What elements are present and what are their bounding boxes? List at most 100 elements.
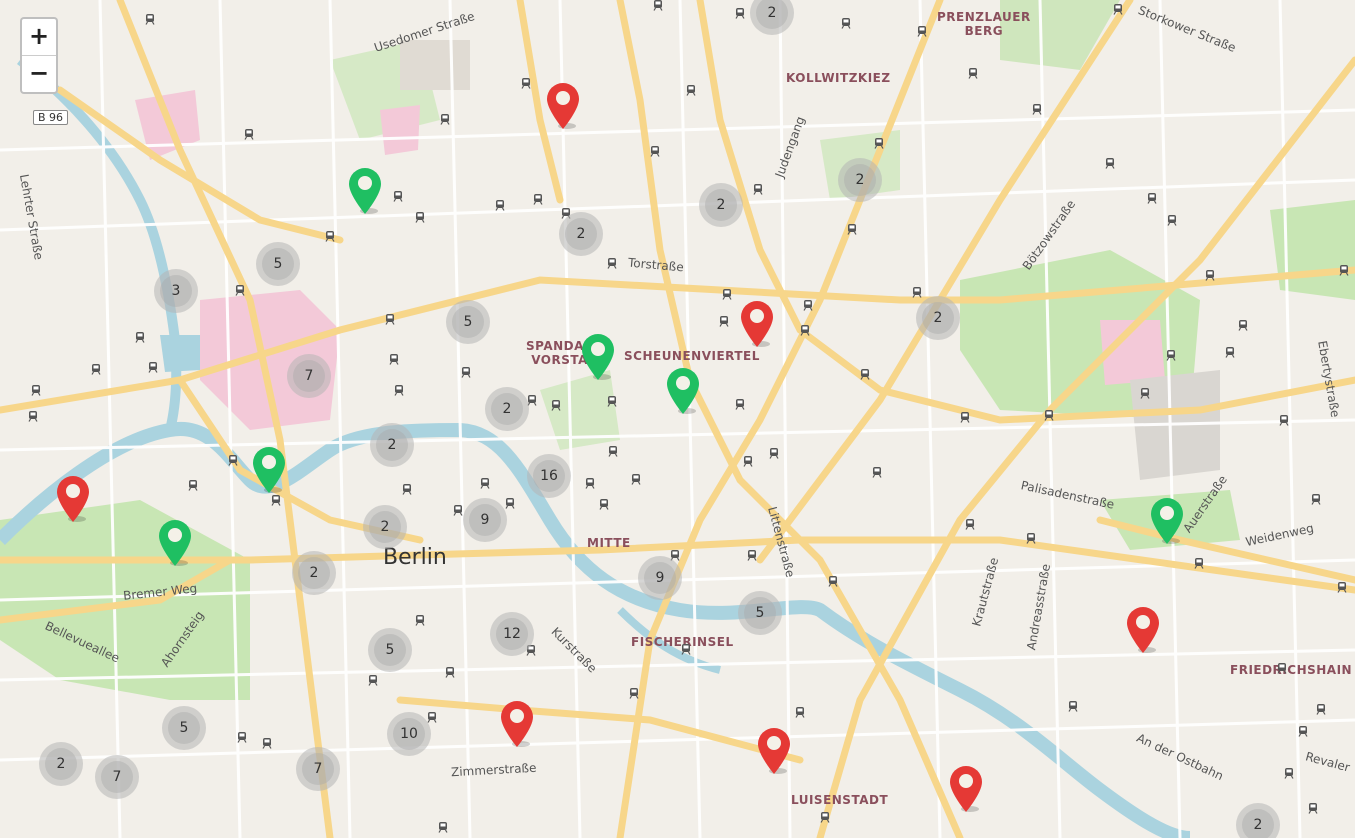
tram-stop-icon bbox=[1298, 722, 1309, 737]
tram-stop-icon bbox=[271, 491, 282, 506]
tram-stop-icon bbox=[445, 663, 456, 678]
tram-stop-icon bbox=[415, 208, 426, 223]
cluster-count: 2 bbox=[922, 302, 954, 334]
map-pin-red[interactable] bbox=[545, 82, 581, 130]
marker-cluster[interactable]: 7 bbox=[296, 747, 340, 791]
tram-stop-icon bbox=[1238, 316, 1249, 331]
tram-stop-icon bbox=[527, 391, 538, 406]
tram-stop-icon bbox=[1277, 659, 1288, 674]
map-pin-red[interactable] bbox=[1125, 606, 1161, 654]
marker-cluster[interactable]: 2 bbox=[363, 505, 407, 549]
marker-cluster[interactable]: 10 bbox=[387, 712, 431, 756]
marker-cluster[interactable]: 5 bbox=[738, 591, 782, 635]
tram-stop-icon bbox=[495, 196, 506, 211]
tram-stop-icon bbox=[135, 328, 146, 343]
tram-stop-icon bbox=[820, 808, 831, 823]
tram-stop-icon bbox=[769, 444, 780, 459]
map-pin-green[interactable] bbox=[157, 519, 193, 567]
tram-stop-icon bbox=[1026, 529, 1037, 544]
district-text: PRENZLAUER BERG bbox=[937, 10, 1031, 38]
map-pin-red[interactable] bbox=[756, 727, 792, 775]
tram-stop-icon bbox=[631, 470, 642, 485]
tram-stop-icon bbox=[1205, 266, 1216, 281]
tram-stop-icon bbox=[188, 476, 199, 491]
marker-cluster[interactable]: 3 bbox=[154, 269, 198, 313]
marker-cluster[interactable]: 2 bbox=[750, 0, 794, 35]
marker-cluster[interactable]: 5 bbox=[162, 706, 206, 750]
marker-cluster[interactable]: 12 bbox=[490, 612, 534, 656]
district-luisenstadt: LUISENSTADT bbox=[791, 793, 889, 807]
marker-cluster[interactable]: 16 bbox=[527, 454, 571, 498]
marker-cluster[interactable]: 2 bbox=[699, 183, 743, 227]
tram-stop-icon bbox=[427, 708, 438, 723]
marker-cluster[interactable]: 9 bbox=[638, 556, 682, 600]
tram-stop-icon bbox=[653, 0, 664, 11]
tram-stop-icon bbox=[91, 360, 102, 375]
tram-stop-icon bbox=[599, 495, 610, 510]
cluster-count: 10 bbox=[393, 718, 425, 750]
tram-stop-icon bbox=[747, 546, 758, 561]
tram-stop-icon bbox=[681, 640, 692, 655]
tram-stop-icon bbox=[440, 110, 451, 125]
marker-cluster[interactable]: 2 bbox=[916, 296, 960, 340]
tram-stop-icon bbox=[735, 395, 746, 410]
tram-stop-icon bbox=[415, 611, 426, 626]
cluster-count: 2 bbox=[705, 189, 737, 221]
zoom-in-button[interactable]: + bbox=[28, 22, 50, 50]
tram-stop-icon bbox=[1284, 764, 1295, 779]
marker-cluster[interactable]: 5 bbox=[368, 628, 412, 672]
map-pin-red[interactable] bbox=[948, 765, 984, 813]
marker-cluster[interactable]: 2 bbox=[292, 551, 336, 595]
map-pin-green[interactable] bbox=[1149, 497, 1185, 545]
cluster-count: 2 bbox=[844, 164, 876, 196]
tram-stop-icon bbox=[325, 227, 336, 242]
map-pin-green[interactable] bbox=[580, 333, 616, 381]
tram-stop-icon bbox=[960, 408, 971, 423]
tram-stop-icon bbox=[368, 671, 379, 686]
pin-icon bbox=[159, 520, 191, 566]
marker-cluster[interactable]: 2 bbox=[838, 158, 882, 202]
map-pin-red[interactable] bbox=[739, 300, 775, 348]
marker-cluster[interactable]: 5 bbox=[256, 242, 300, 286]
cluster-count: 2 bbox=[756, 0, 788, 29]
tram-stop-icon bbox=[841, 14, 852, 29]
tram-stop-icon bbox=[1166, 346, 1177, 361]
tram-stop-icon bbox=[872, 463, 883, 478]
tram-stop-icon bbox=[1032, 100, 1043, 115]
tram-stop-icon bbox=[874, 134, 885, 149]
marker-cluster[interactable]: 2 bbox=[485, 387, 529, 431]
tram-stop-icon bbox=[1147, 189, 1158, 204]
marker-cluster[interactable]: 2 bbox=[370, 423, 414, 467]
marker-cluster[interactable]: 7 bbox=[287, 354, 331, 398]
tram-stop-icon bbox=[551, 396, 562, 411]
tram-stop-icon bbox=[912, 283, 923, 298]
marker-cluster[interactable]: 7 bbox=[95, 755, 139, 799]
cluster-count: 5 bbox=[168, 712, 200, 744]
tram-stop-icon bbox=[521, 74, 532, 89]
tram-stop-icon bbox=[1316, 700, 1327, 715]
district-prenzlauer-berg: PRENZLAUER BERG bbox=[937, 10, 1031, 38]
zoom-out-button[interactable]: − bbox=[22, 55, 56, 92]
map-pin-red[interactable] bbox=[55, 475, 91, 523]
map-pin-red[interactable] bbox=[499, 700, 535, 748]
zoom-control: + − bbox=[20, 17, 58, 94]
cluster-count: 3 bbox=[160, 275, 192, 307]
map-pin-green[interactable] bbox=[347, 167, 383, 215]
pin-icon bbox=[950, 766, 982, 812]
marker-cluster[interactable]: 2 bbox=[39, 742, 83, 786]
pin-icon bbox=[582, 334, 614, 380]
pin-icon bbox=[57, 476, 89, 522]
map-pin-green[interactable] bbox=[665, 367, 701, 415]
tram-stop-icon bbox=[1225, 343, 1236, 358]
marker-cluster[interactable]: 2 bbox=[559, 212, 603, 256]
tram-stop-icon bbox=[533, 190, 544, 205]
map-pin-green[interactable] bbox=[251, 446, 287, 494]
marker-cluster[interactable]: 2 bbox=[1236, 803, 1280, 838]
marker-cluster[interactable]: 5 bbox=[446, 300, 490, 344]
marker-cluster[interactable]: 9 bbox=[463, 498, 507, 542]
cluster-count: 2 bbox=[1242, 809, 1274, 838]
cluster-count: 16 bbox=[533, 460, 565, 492]
tram-stop-icon bbox=[453, 501, 464, 516]
